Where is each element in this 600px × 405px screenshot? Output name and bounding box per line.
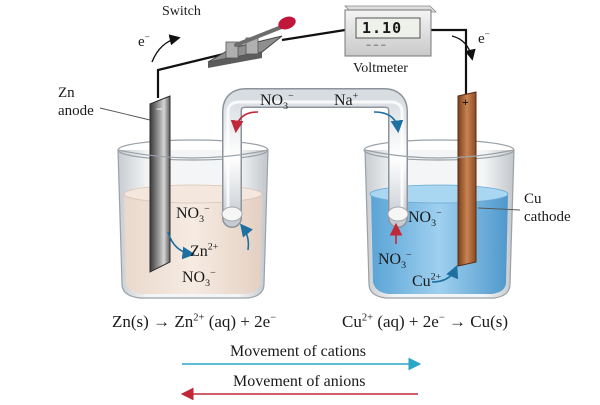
bridge-cation-label: Na+ (334, 90, 359, 109)
cation-legend-label: Movement of cations (230, 343, 366, 360)
zinc-electrode (149, 95, 171, 273)
left-anion-arrow (240, 223, 253, 251)
electron-label-right: e− (478, 30, 490, 47)
right-nitrate-lower: NO3− (378, 249, 412, 272)
switch-label: Switch (162, 4, 201, 19)
switch-handle-icon[interactable] (276, 14, 297, 31)
anode-label-line1: Zn (58, 85, 75, 101)
anode-sign: − (156, 102, 163, 116)
bridge-anion-label: NO3− (260, 90, 294, 113)
right-nitrate-upper: NO3− (408, 207, 442, 230)
salt-bridge (221, 88, 409, 228)
bridge-cation-arrow (373, 111, 404, 134)
cathode-half-reaction: Cu2+ (aq) + 2e− → Cu(s) (342, 312, 509, 331)
zinc-ion-arrow (167, 231, 196, 260)
voltmeter-label: Voltmeter (353, 61, 408, 76)
electron-flow-arrow-right (451, 35, 476, 61)
cathode-label-line2: cathode (524, 209, 571, 225)
switch[interactable] (207, 14, 298, 68)
salt-bridge-plug-left (221, 206, 243, 222)
external-wire (156, 28, 468, 98)
voltmeter-display (355, 17, 421, 39)
cathode-label-line1: Cu (524, 191, 542, 207)
cathode-leader-line (477, 207, 521, 211)
left-nitrate-upper: NO3− (176, 203, 210, 226)
anode-label-line2: anode (58, 103, 94, 119)
bridge-anion-arrow (230, 111, 259, 134)
zinc-ion-label: Zn2+ (190, 241, 219, 260)
salt-bridge-plug-right (387, 206, 409, 222)
copper-electrode (457, 91, 477, 267)
copper-ion-arrow (431, 265, 459, 283)
anode-leader-line (99, 107, 151, 121)
electron-label-left: e− (138, 33, 150, 50)
cathode-sign: + (462, 95, 469, 109)
left-nitrate-lower: NO3− (182, 267, 216, 290)
voltmeter-reading: 1.10 (362, 19, 403, 37)
copper-ion-label: Cu2+ (412, 271, 442, 290)
voltmeter-buttons: − − − (366, 40, 386, 50)
electron-flow-arrow-left (151, 34, 181, 63)
anion-legend-label: Movement of anions (233, 373, 366, 390)
anode-half-reaction: Zn(s) → Zn2+ (aq) + 2e− (112, 312, 277, 331)
voltmeter (344, 5, 437, 57)
